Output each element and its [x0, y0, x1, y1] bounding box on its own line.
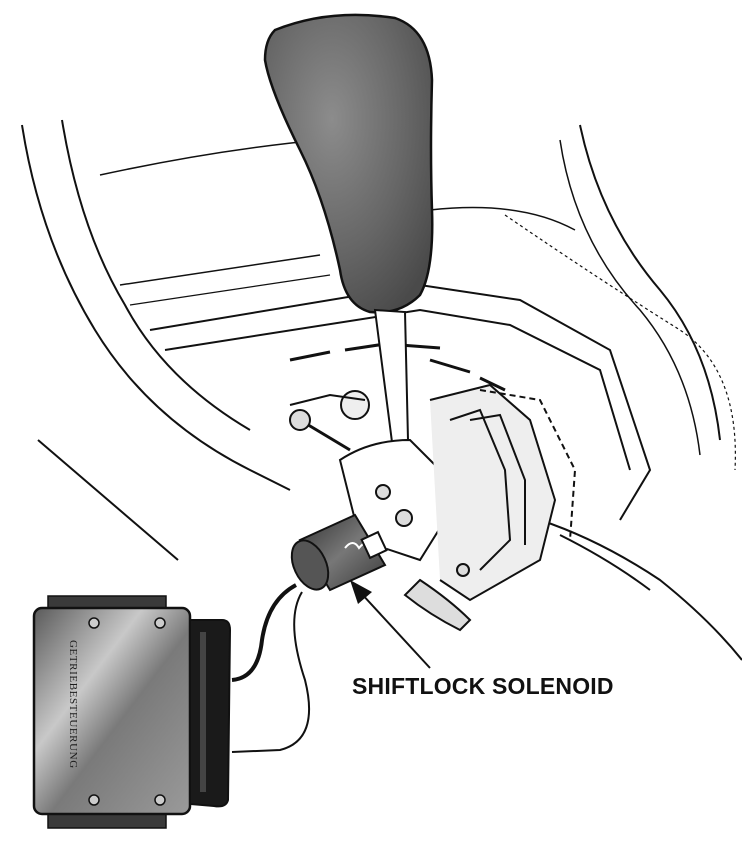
control-module-icon: GETRIEBESTEUERUNG [32, 595, 232, 829]
callout-arrow [350, 580, 431, 669]
body-edge-line [37, 439, 179, 561]
wiring-harness [231, 583, 311, 753]
shift-knob-icon [263, 13, 434, 314]
shift-lever-icon [289, 308, 577, 632]
solenoid-icon [290, 513, 388, 592]
module-label: GETRIEBESTEUERUNG [67, 640, 79, 769]
solenoid-callout-label: SHIFTLOCK SOLENOID [352, 673, 614, 699]
